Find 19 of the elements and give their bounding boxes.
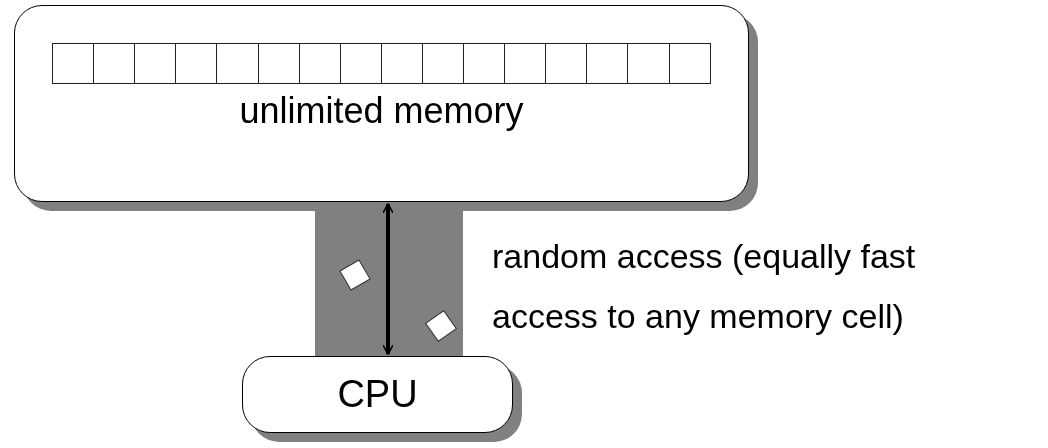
memory-cell [298,43,341,84]
memory-cell [668,43,711,84]
memory-cell [52,43,95,84]
cpu-label: CPU [336,373,419,416]
memory-label: unlimited memory [238,90,525,132]
memory-cell [257,43,300,84]
memory-cell [380,43,424,84]
memory-cell [175,43,218,84]
memory-cell [216,43,259,84]
memory-cell [421,43,465,84]
memory-cell [463,43,506,84]
memory-cell [627,43,670,84]
memory-cell [586,43,629,84]
double-arrow [382,203,394,355]
memory-cell [134,43,177,84]
memory-cell [93,43,136,84]
memory-cell [504,43,547,84]
memory-cell [339,43,382,84]
memory-cell [545,43,588,84]
